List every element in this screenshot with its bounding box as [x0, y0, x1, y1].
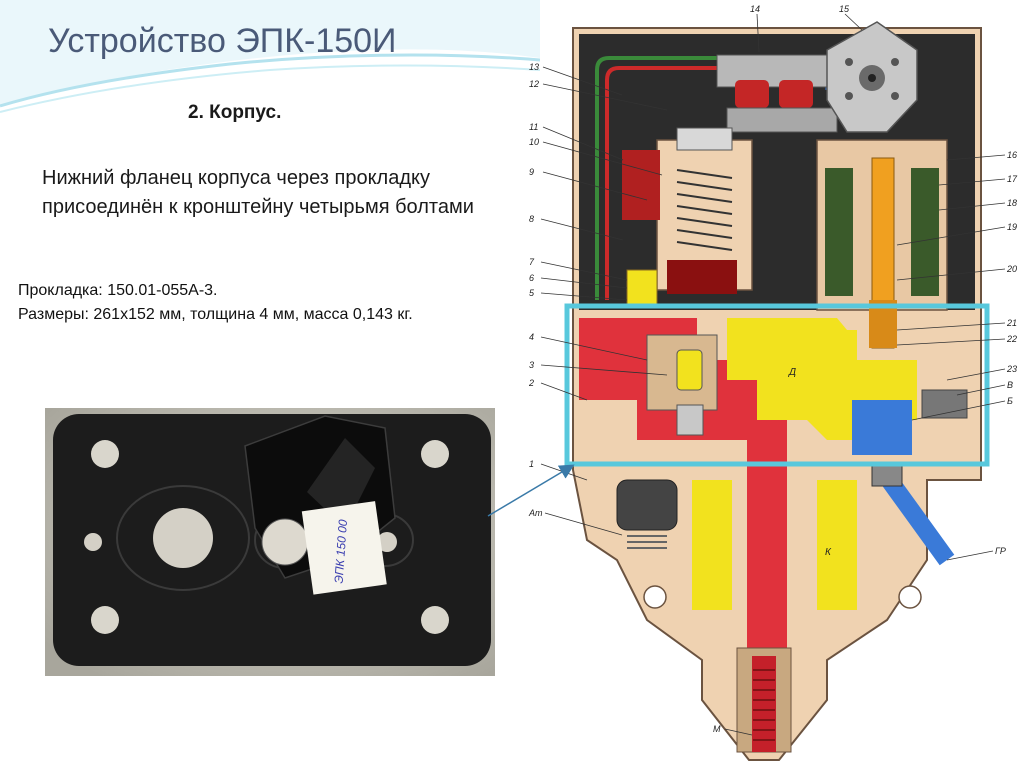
right-callout-labels: 16 17 18 19 20 21 22 23 В Б ГР [995, 150, 1018, 556]
leader-lines [540, 13, 1006, 736]
label-3: 3 [529, 360, 534, 370]
red-channel [579, 318, 787, 660]
highlight-frame [564, 303, 990, 467]
label-19: 19 [1007, 222, 1017, 232]
left-callout-labels: 13 12 11 10 9 8 7 6 5 4 3 2 1 Ат [528, 62, 543, 518]
label-2: 2 [528, 378, 534, 388]
label-10: 10 [529, 137, 539, 147]
label-12: 12 [529, 79, 539, 89]
label-8: 8 [529, 214, 534, 224]
label-at: Ат [528, 508, 543, 518]
label-14: 14 [750, 4, 760, 14]
label-21: 21 [1006, 318, 1017, 328]
label-gr: ГР [995, 546, 1006, 556]
coil-left [825, 168, 853, 296]
slide-title: Устройство ЭПК-150И [48, 22, 397, 60]
description-text: Нижний фланец корпуса через прокладку пр… [42, 167, 474, 218]
bolt-hole [421, 606, 449, 634]
label-m: М [713, 724, 721, 734]
label-22: 22 [1006, 334, 1017, 344]
paper-tag [301, 501, 387, 595]
label-13: 13 [529, 62, 539, 72]
gasket-photo: ЭПК 150 00 [45, 408, 495, 676]
gasket-dimensions: Размеры: 261х152 мм, толщина 4 мм, масса… [18, 306, 413, 323]
center-hole [153, 508, 213, 568]
label-18: 18 [1007, 198, 1017, 208]
paper-tag-text: ЭПК 150 00 [332, 519, 350, 584]
zone-k-label: К [825, 547, 832, 558]
label-6: 6 [529, 273, 534, 283]
flange-hole [643, 585, 667, 609]
bolt-hole [421, 440, 449, 468]
blue-channel [852, 400, 912, 455]
section-subtitle: 2. Корпус. [188, 102, 282, 123]
label-11: 11 [529, 122, 538, 132]
label-5: 5 [529, 288, 535, 298]
label-9: 9 [529, 167, 534, 177]
label-v: В [1007, 380, 1013, 390]
header-decoration [0, 0, 540, 113]
coil-right [911, 168, 939, 296]
bolt-hole [91, 440, 119, 468]
spring [676, 169, 733, 251]
label-1: 1 [529, 459, 534, 469]
label-15: 15 [839, 4, 850, 14]
epk-cross-section-diagram: Д К 13 12 11 10 9 8 7 6 5 4 3 2 1 Ат 14 … [528, 4, 1018, 761]
zone-d-label: Д [788, 367, 796, 378]
label-4: 4 [529, 332, 534, 342]
gasket-spec: Прокладка: 150.01-055А-3. [18, 282, 218, 299]
label-20: 20 [1006, 264, 1017, 274]
label-7: 7 [529, 257, 535, 267]
yellow-channel [727, 318, 857, 440]
label-b: Б [1007, 396, 1013, 406]
bolt-hole [91, 606, 119, 634]
label-16: 16 [1007, 150, 1017, 160]
label-23: 23 [1006, 364, 1017, 374]
label-17: 17 [1007, 174, 1018, 184]
flange-hole [898, 585, 922, 609]
